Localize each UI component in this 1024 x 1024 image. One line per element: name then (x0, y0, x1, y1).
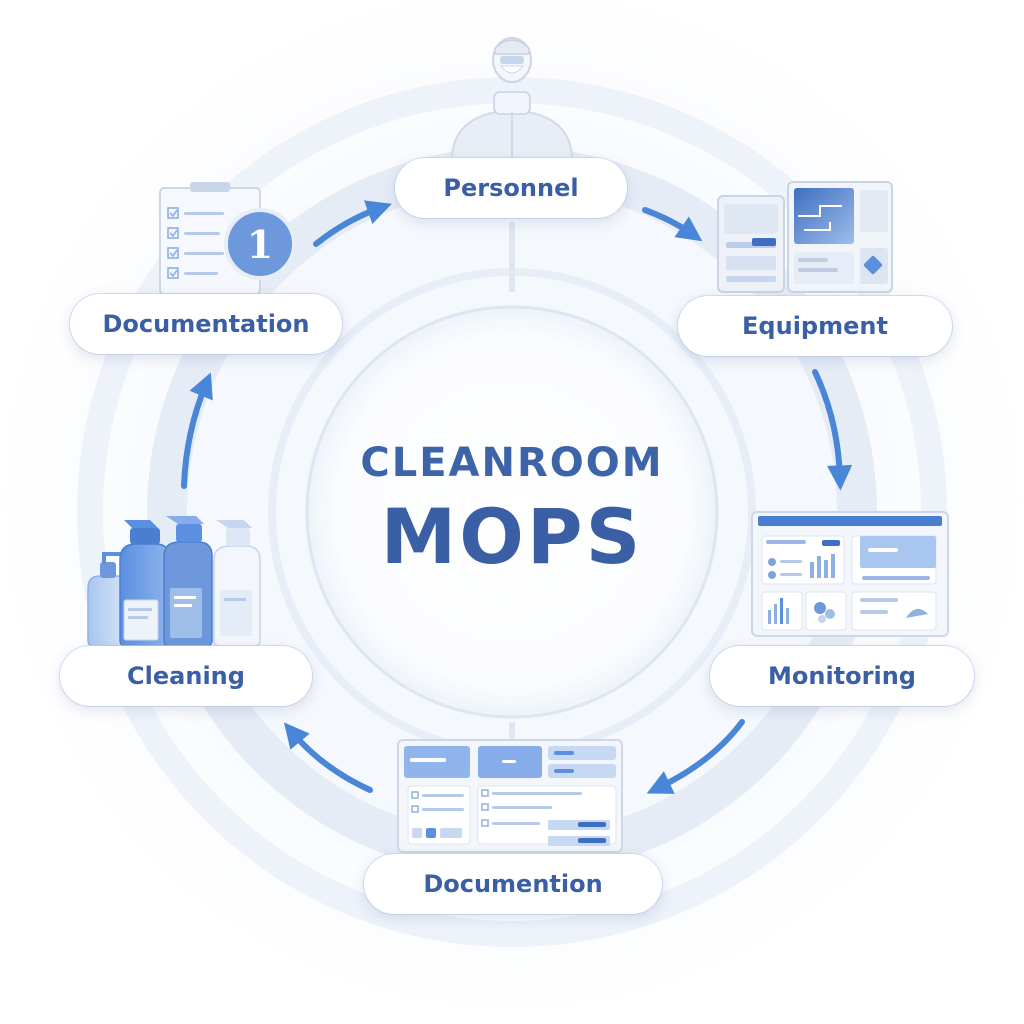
stage-pill-personnel: Personnel (395, 158, 627, 218)
arrow-monitoring-to-documention (646, 719, 745, 794)
cleaning-bottles-icon (87, 516, 261, 647)
center-title-line2: MOPS (380, 492, 644, 581)
stage-label-cleaning: Cleaning (127, 662, 245, 690)
checklist-icon: 1 (159, 182, 296, 295)
arrow-equipment-to-monitoring (812, 369, 853, 491)
stage-label-monitoring: Monitoring (768, 662, 916, 690)
stage-pill-documention: Documention (364, 854, 662, 914)
arrow-personnel-to-equipment (642, 207, 703, 242)
stage-label-personnel: Personnel (443, 174, 579, 202)
monitoring-dashboard-icon (751, 511, 949, 637)
stage-pill-documentation: Documentation (70, 294, 342, 354)
center-disc (305, 305, 719, 719)
equipment-panels-icon (717, 181, 893, 293)
arrow-cleaning-to-documentation (181, 372, 213, 489)
stage-pill-monitoring: Monitoring (710, 646, 974, 706)
stage-label-documentation: Documentation (102, 310, 310, 338)
stage-label-equipment: Equipment (742, 312, 888, 340)
center-title-line1: CLEANROOM (360, 440, 664, 486)
stage-pill-cleaning: Cleaning (60, 646, 312, 706)
stage-pill-equipment: Equipment (678, 296, 952, 356)
checklist-badge-number: 1 (247, 222, 273, 267)
cleanroom-worker-icon (450, 37, 574, 161)
checklist-badge (224, 208, 296, 280)
arrow-documentation-to-personnel (313, 200, 392, 247)
stage-label-documention: Documention (423, 870, 603, 898)
arrow-documention-to-cleaning (283, 722, 373, 793)
documentation-forms-icon (397, 739, 623, 853)
